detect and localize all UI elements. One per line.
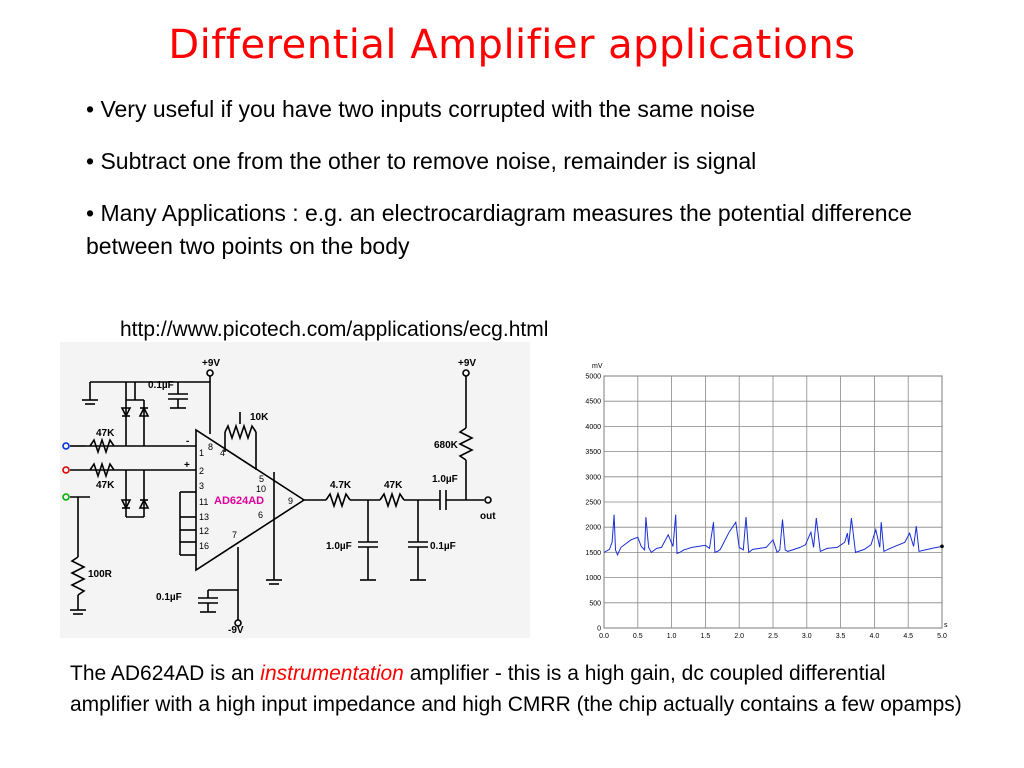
- plus-sign: +: [184, 460, 190, 471]
- opamp-triangle: [195, 428, 306, 572]
- r-out-2-label: 47K: [384, 480, 403, 491]
- x-tick-label: 2.0: [734, 633, 744, 640]
- x-tick-label: 0.0: [599, 633, 609, 640]
- x-tick-label: 3.5: [836, 633, 846, 640]
- r-in-2-label: 47K: [96, 480, 115, 491]
- pot-label: 10K: [250, 412, 269, 423]
- supply-pos-label-2: +9V: [458, 358, 476, 369]
- slide-title: Differential Amplifier applications: [168, 22, 856, 68]
- y-tick-label: 1000: [585, 575, 601, 582]
- x-tick-label: 1.0: [667, 633, 677, 640]
- cap-f1-label: 1.0µF: [326, 541, 352, 552]
- x-tick-label: 4.0: [870, 633, 880, 640]
- pin-3: 3: [199, 481, 204, 491]
- r-680-label: 680K: [434, 440, 459, 451]
- x-tick-label: 5.0: [937, 633, 947, 640]
- y-tick-label: 500: [589, 600, 601, 607]
- bullet-noise: • Very useful if you have two inputs cor…: [86, 96, 756, 122]
- x-axis-label: s: [944, 622, 948, 629]
- ecg-chart: 0.0 0.5 1.0 1.5 2.0 2.5 3.0 3.5 4.0 4.5 5.0 0 500 100…: [566, 358, 952, 642]
- r-out-1-label: 4.7K: [330, 480, 352, 491]
- x-tick-label: 1.5: [701, 633, 711, 640]
- minus-sign: -: [186, 436, 189, 447]
- r-in-1-label: 47K: [96, 428, 115, 439]
- y-axis-label: mV: [592, 363, 603, 370]
- pin-12: 12: [199, 526, 209, 536]
- bullet-subtract: • Subtract one from the other to remove …: [86, 148, 757, 174]
- output-terminal: [484, 496, 492, 504]
- circuit-svg: +9V +9V -9V 0.1µF 10K 47K 47K 100R 0.1µF…: [62, 358, 496, 636]
- cap-out-label: 1.0µF: [432, 474, 458, 485]
- y-tick-label: 3500: [585, 449, 601, 456]
- y-tick-label: 1500: [585, 550, 601, 557]
- reference-link[interactable]: http://www.picotech.com/applications/ecg…: [120, 318, 549, 341]
- y-tick-label: 4000: [585, 424, 601, 431]
- pin-1: 1: [199, 448, 204, 458]
- input-ref-terminal: [62, 493, 70, 501]
- caption-after: amplifier - this is a high gain, dc coup…: [70, 662, 962, 716]
- pin-6: 6: [258, 510, 263, 520]
- ecg-trace: [603, 514, 943, 557]
- y-tick-label: 0: [597, 626, 601, 633]
- y-tick-label: 4500: [585, 399, 601, 406]
- caption-emphasis: instrumentation: [260, 662, 404, 685]
- x-tick-label: 0.5: [633, 633, 643, 640]
- pin-8: 8: [208, 442, 213, 452]
- input-1-terminal: [62, 442, 70, 450]
- cap-f2-label: 0.1µF: [430, 541, 456, 552]
- y-tick-label: 3000: [585, 474, 601, 481]
- out-label: out: [480, 511, 496, 522]
- x-tick-label: 3.0: [802, 633, 812, 640]
- supply-pos-label-1: +9V: [202, 358, 220, 369]
- cap-top-label: 0.1µF: [148, 380, 174, 391]
- pin-4: 4: [220, 448, 225, 458]
- circuit-diagram: +9V +9V -9V 0.1µF 10K 47K 47K 100R 0.1µF…: [60, 342, 530, 638]
- y-tick-label: 2000: [585, 525, 601, 532]
- caption: The AD624AD is an instrumentation amplif…: [70, 658, 970, 720]
- cap-bottom-label: 0.1µF: [156, 592, 182, 603]
- x-tick-label: 2.5: [768, 633, 778, 640]
- pin-9: 9: [288, 496, 293, 506]
- supply-neg-label: -9V: [228, 625, 244, 636]
- pin-10: 10: [256, 484, 266, 494]
- chip-label: AD624AD: [214, 495, 264, 507]
- trace-end-marker: [940, 544, 944, 549]
- pin-7: 7: [232, 530, 237, 540]
- caption-before: The AD624AD is an: [70, 662, 261, 685]
- pin-13: 13: [199, 512, 209, 522]
- y-tick-label: 5000: [585, 374, 601, 381]
- y-tick-label: 2500: [585, 500, 601, 507]
- pin-11: 11: [199, 497, 208, 507]
- x-tick-label: 4.5: [903, 633, 913, 640]
- pin-2: 2: [199, 466, 204, 476]
- pin-16: 16: [199, 541, 209, 551]
- input-2-terminal: [62, 466, 70, 474]
- pin-5: 5: [259, 474, 264, 484]
- r-100-label: 100R: [88, 569, 113, 580]
- bullet-applications: • Many Applications : e.g. an electrocar…: [86, 200, 912, 259]
- ecg-chart-svg: 0.0 0.5 1.0 1.5 2.0 2.5 3.0 3.5 4.0 4.5 5.0 0 500 100…: [585, 363, 948, 640]
